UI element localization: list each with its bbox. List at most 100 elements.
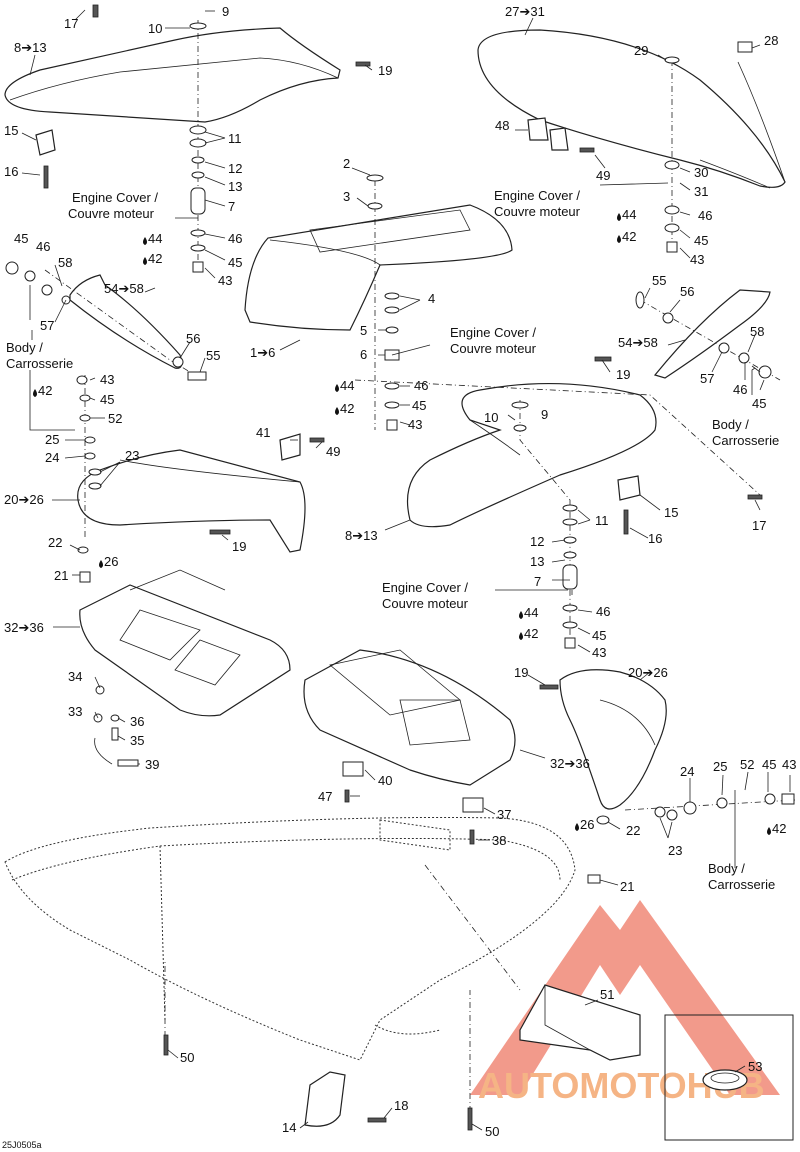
hardware-stack-middle bbox=[366, 174, 400, 431]
note-engine-cover: Engine Cover / bbox=[494, 188, 580, 203]
label-13: 13 bbox=[530, 554, 544, 569]
mud-flap bbox=[304, 1071, 346, 1127]
label-21: 21 bbox=[54, 568, 68, 583]
label-57: 57 bbox=[700, 371, 714, 386]
label-15: 15 bbox=[664, 505, 678, 520]
label-24: 24 bbox=[45, 450, 59, 465]
grommet-53 bbox=[664, 1014, 794, 1141]
engine-cover-middle bbox=[244, 204, 513, 331]
label-46: 46 bbox=[596, 604, 610, 619]
label-45: 45 bbox=[100, 392, 114, 407]
label-46: 46 bbox=[414, 378, 428, 393]
label-37: 37 bbox=[497, 807, 511, 822]
drop-icon bbox=[143, 257, 147, 265]
label-50: 50 bbox=[180, 1050, 194, 1065]
label-45: 45 bbox=[228, 255, 242, 270]
label-14: 14 bbox=[282, 1120, 296, 1135]
label-45: 45 bbox=[694, 233, 708, 248]
hull-outline bbox=[4, 816, 576, 1061]
label-3: 3 bbox=[343, 189, 350, 204]
label-1-6: 1➔6 bbox=[250, 345, 275, 360]
label-45: 45 bbox=[592, 628, 606, 643]
label-57: 57 bbox=[40, 318, 54, 333]
label-39: 39 bbox=[145, 757, 159, 772]
label-42: 42 bbox=[622, 229, 636, 244]
label-53: 53 bbox=[748, 1059, 762, 1074]
label-52: 52 bbox=[740, 757, 754, 772]
label-58: 58 bbox=[750, 324, 764, 339]
label-51: 51 bbox=[600, 987, 614, 1002]
label-16: 16 bbox=[4, 164, 18, 179]
label-45: 45 bbox=[762, 757, 776, 772]
label-33: 33 bbox=[68, 704, 82, 719]
label-43: 43 bbox=[782, 757, 796, 772]
label-32-36: 32➔36 bbox=[550, 756, 590, 771]
label-9: 9 bbox=[222, 4, 229, 19]
label-34: 34 bbox=[68, 669, 82, 684]
label-43: 43 bbox=[218, 273, 232, 288]
note-body-fr: Carrosserie bbox=[6, 356, 73, 371]
label-46: 46 bbox=[36, 239, 50, 254]
label-40: 40 bbox=[378, 773, 392, 788]
label-41: 41 bbox=[256, 425, 270, 440]
note-engine-cover-fr: Couvre moteur bbox=[68, 206, 155, 221]
label-35: 35 bbox=[130, 733, 144, 748]
engine-cover-upper-left bbox=[4, 27, 341, 123]
label-49: 49 bbox=[326, 444, 340, 459]
label-17: 17 bbox=[752, 518, 766, 533]
label-10: 10 bbox=[148, 21, 162, 36]
bracket-plate bbox=[519, 984, 641, 1061]
drop-icon bbox=[33, 389, 37, 397]
label-52: 52 bbox=[108, 411, 122, 426]
label-11: 11 bbox=[595, 513, 609, 528]
label-38: 38 bbox=[492, 833, 506, 848]
label-8-13: 8➔13 bbox=[14, 40, 47, 55]
label-25: 25 bbox=[45, 432, 59, 447]
label-58: 58 bbox=[58, 255, 72, 270]
hardware-stack-right bbox=[664, 56, 680, 253]
drop-icon bbox=[519, 611, 523, 619]
label-18: 18 bbox=[394, 1098, 408, 1113]
label-11: 11 bbox=[228, 131, 242, 146]
label-7: 7 bbox=[534, 574, 541, 589]
rear-cover-right bbox=[559, 669, 667, 810]
label-44: 44 bbox=[622, 207, 636, 222]
note-body-fr: Carrosserie bbox=[708, 877, 775, 892]
label-30: 30 bbox=[694, 165, 708, 180]
label-45: 45 bbox=[412, 398, 426, 413]
seat-left bbox=[79, 569, 291, 717]
label-49: 49 bbox=[596, 168, 610, 183]
label-46: 46 bbox=[228, 231, 242, 246]
label-54-58: 54➔58 bbox=[104, 281, 144, 296]
label-26: 26 bbox=[104, 554, 118, 569]
label-17: 17 bbox=[64, 16, 78, 31]
label-32-36: 32➔36 bbox=[4, 620, 44, 635]
label-45: 45 bbox=[752, 396, 766, 411]
label-45: 45 bbox=[14, 231, 28, 246]
drop-icon bbox=[335, 407, 339, 415]
seat-middle bbox=[303, 649, 516, 786]
side-panel-right bbox=[653, 289, 771, 379]
drop-icon bbox=[335, 384, 339, 392]
lubricant-drop-icons bbox=[33, 213, 771, 835]
label-50: 50 bbox=[485, 1124, 499, 1139]
label-19: 19 bbox=[232, 539, 246, 554]
label-9: 9 bbox=[541, 407, 548, 422]
label-42: 42 bbox=[38, 383, 52, 398]
notes: Engine Cover / Couvre moteur Engine Cove… bbox=[6, 188, 779, 892]
hardware-stack-lower bbox=[511, 401, 578, 649]
label-43: 43 bbox=[690, 252, 704, 267]
label-22: 22 bbox=[626, 823, 640, 838]
label-23: 23 bbox=[125, 448, 139, 463]
label-12: 12 bbox=[228, 161, 242, 176]
label-19: 19 bbox=[616, 367, 630, 382]
label-42: 42 bbox=[340, 401, 354, 416]
label-44: 44 bbox=[340, 378, 354, 393]
note-engine-cover: Engine Cover / bbox=[450, 325, 536, 340]
hardware-stack-left bbox=[189, 22, 207, 273]
label-56: 56 bbox=[186, 331, 200, 346]
label-28: 28 bbox=[764, 33, 778, 48]
label-43: 43 bbox=[592, 645, 606, 660]
drop-icon bbox=[617, 213, 621, 221]
